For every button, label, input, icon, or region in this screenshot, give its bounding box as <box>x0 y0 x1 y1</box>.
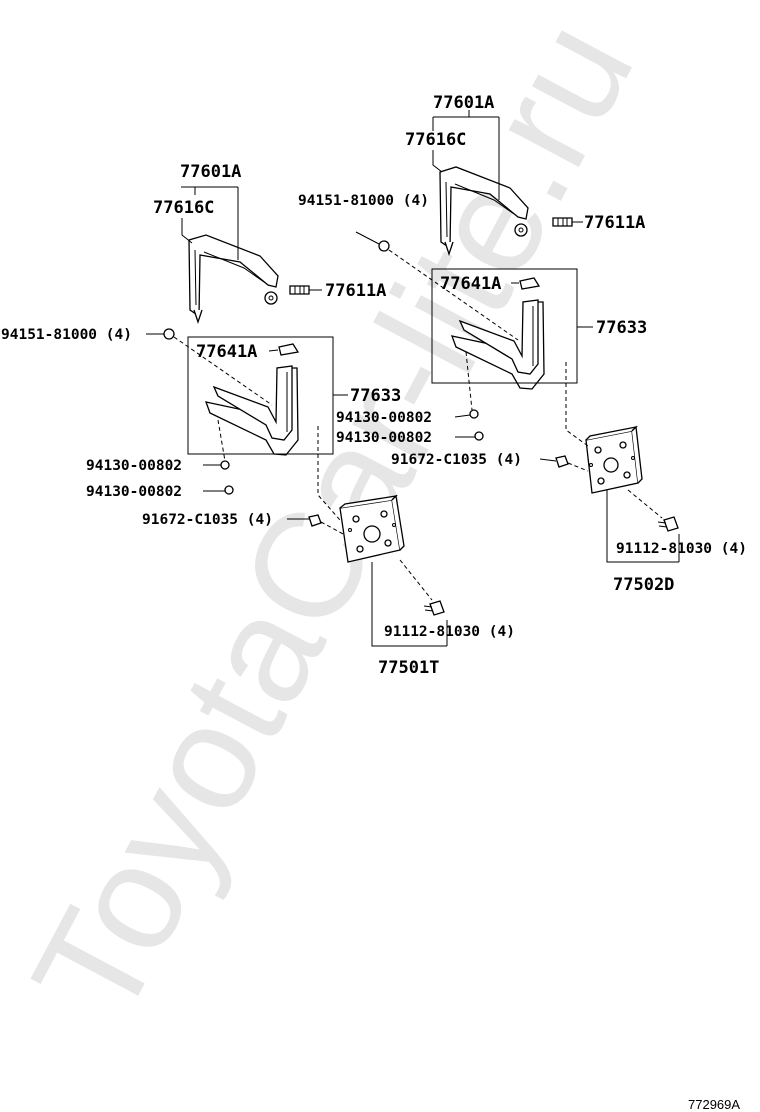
figure-code: 772969A <box>688 1097 740 1112</box>
plate-right-drawing <box>585 425 643 494</box>
label-pin-left: 77611A <box>325 281 386 301</box>
guard-right-drawing <box>439 166 573 257</box>
label-guard-assy-right: 77601A <box>433 93 494 113</box>
label-pin-right: 77611A <box>584 213 645 233</box>
label-cap-right: 77641A <box>440 274 501 294</box>
fasteners-left-drawing <box>163 328 445 616</box>
label-bolt-left: 91672-C1035 (4) <box>142 512 273 528</box>
label-bracket-assy-left: 77633 <box>350 386 401 406</box>
watermark: ToyotaCar-lite.ru <box>0 0 665 1045</box>
bracket-left-drawing <box>204 343 300 456</box>
label-plate-left: 77501T <box>378 658 439 678</box>
label-guard-left: 77616C <box>153 198 214 218</box>
label-screw-left: 94151-81000 (4) <box>1 327 132 343</box>
label-nut2-right: 94130-00802 <box>336 430 432 446</box>
label-cap-left: 77641A <box>196 342 257 362</box>
label-washer-bolt-right: 91112-81030 (4) <box>616 541 747 557</box>
label-nut1-right: 94130-00802 <box>336 410 432 426</box>
left-assembly <box>146 186 448 647</box>
label-nut1-left: 94130-00802 <box>86 458 182 474</box>
label-washer-bolt-left: 91112-81030 (4) <box>384 624 515 640</box>
bracket-right-box <box>431 268 578 384</box>
label-guard-right: 77616C <box>405 130 466 150</box>
right-assembly <box>355 110 680 563</box>
label-plate-right: 77502D <box>613 575 674 595</box>
plate-left-drawing <box>339 494 405 563</box>
guard-left-drawing <box>188 234 310 325</box>
label-guard-assy-left: 77601A <box>180 162 241 182</box>
bracket-right-drawing <box>450 277 545 390</box>
label-bolt-right: 91672-C1035 (4) <box>391 452 522 468</box>
label-bracket-assy-right: 77633 <box>596 318 647 338</box>
label-screw-right: 94151-81000 (4) <box>298 193 429 209</box>
label-nut2-left: 94130-00802 <box>86 484 182 500</box>
fasteners-right-drawing <box>378 240 679 532</box>
